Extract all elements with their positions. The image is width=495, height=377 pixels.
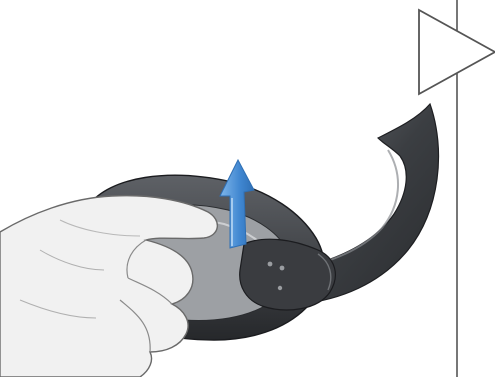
hand-icon [0,196,217,377]
